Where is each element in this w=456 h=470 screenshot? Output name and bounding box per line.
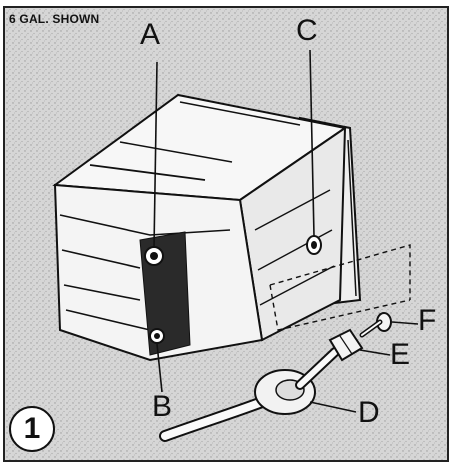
fitting-b [149, 328, 165, 344]
leader-d [309, 401, 357, 413]
callout-c: C [296, 14, 318, 47]
hidden-outline [269, 244, 411, 331]
callout-e: E [390, 338, 411, 371]
callout-d: D [358, 396, 380, 429]
nut-e [328, 328, 364, 362]
leader-c [309, 49, 315, 237]
caption: 6 GAL. SHOWN [9, 12, 100, 26]
leader-a [153, 61, 158, 249]
leader-e [359, 349, 391, 356]
leader-f [391, 321, 419, 325]
callout-b: B [152, 390, 173, 423]
ferrule-f [359, 312, 392, 338]
callout-f: F [418, 304, 437, 337]
callout-a: A [140, 18, 161, 51]
fitting-a [144, 246, 164, 266]
pipe-segment [295, 347, 340, 390]
leader-b [156, 343, 163, 393]
fitting-c [306, 235, 322, 255]
leader-lines [153, 49, 419, 413]
figure-number: 1 [23, 412, 41, 445]
figure-number-badge: 1 [9, 406, 55, 452]
